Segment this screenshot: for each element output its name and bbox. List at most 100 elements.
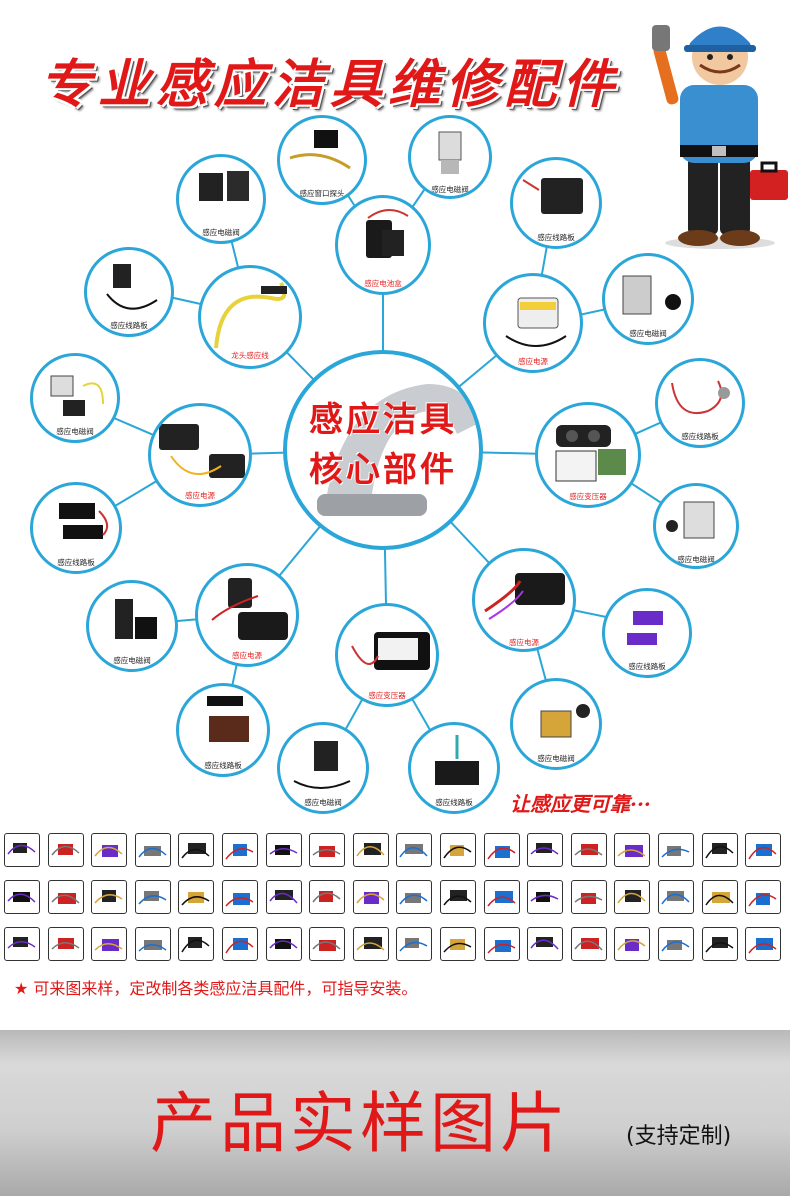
tagline: 让感应更可靠···	[510, 792, 651, 816]
node-label: 感应电磁阀	[202, 228, 240, 237]
node-label: 感应电池盒	[364, 279, 402, 288]
inner-node: 感应电池盒	[335, 195, 431, 295]
product-thumbnail	[614, 833, 651, 867]
node-label: 感应线路板	[204, 761, 242, 770]
product-thumbnail	[91, 833, 128, 867]
hub-line-2: 核心部件	[309, 450, 457, 490]
product-thumbnail	[4, 833, 40, 867]
product-thumbnail	[614, 880, 651, 914]
node-label: 感应电源	[232, 651, 262, 660]
product-thumbnail	[265, 880, 302, 914]
product-thumbnail	[352, 833, 389, 867]
product-thumbnail	[134, 833, 171, 867]
product-thumbnail	[440, 927, 476, 961]
node-label: 感应窗口探头	[299, 189, 345, 198]
product-thumbnail	[440, 833, 476, 867]
node-label: 感应线路板	[681, 432, 719, 441]
product-thumbnail	[47, 927, 84, 961]
product-thumbnail	[701, 880, 738, 914]
product-thumbnail	[309, 927, 346, 961]
node-label: 感应线路板	[537, 233, 575, 242]
product-thumbnail	[91, 880, 128, 914]
product-thumbnail	[396, 927, 433, 961]
outer-node: 感应电磁阀	[408, 115, 492, 199]
product-thumbnail	[352, 880, 389, 914]
mechanic-illustration	[652, 25, 788, 249]
inner-node: 感应电源	[148, 403, 252, 507]
product-thumbnail	[4, 927, 40, 961]
product-thumbnail	[47, 880, 84, 914]
inner-node: 感应变压器	[335, 603, 439, 707]
node-label: 龙头感应线	[231, 351, 269, 360]
node-label: 感应电磁阀	[304, 798, 342, 807]
outer-node: 感应线路板	[30, 482, 122, 574]
product-thumbnail	[527, 927, 564, 961]
outer-node: 感应线路板	[510, 157, 602, 249]
node-label: 感应变压器	[368, 691, 406, 700]
product-thumbnail-grid	[2, 831, 788, 971]
product-thumbnail	[483, 880, 520, 914]
outer-node: 感应线路板	[408, 722, 500, 814]
outer-node: 感应电磁阀	[176, 154, 266, 244]
product-thumbnail	[440, 880, 476, 914]
inner-node: 感应电源	[472, 548, 576, 652]
product-thumbnail	[614, 927, 651, 961]
node-label: 感应线路板	[110, 321, 148, 330]
product-thumbnail	[658, 880, 694, 914]
node-label: 感应电磁阀	[431, 185, 469, 194]
product-thumbnail	[222, 833, 258, 867]
product-thumbnail	[47, 833, 84, 867]
product-thumbnail	[91, 927, 128, 961]
bottom-banner: 产品实样图片 (支持定制)	[0, 1030, 790, 1196]
banner-subtitle: (支持定制)	[626, 1124, 732, 1149]
node-label: 感应电源	[185, 491, 215, 500]
node-label: 感应电源	[509, 638, 539, 647]
node-label: 感应电磁阀	[677, 555, 715, 564]
inner-node: 龙头感应线	[198, 265, 302, 369]
product-thumbnail	[658, 833, 694, 867]
node-label: 感应线路板	[435, 798, 473, 807]
inner-node: 感应电源	[195, 563, 299, 667]
product-thumbnail	[309, 833, 346, 867]
product-thumbnail	[658, 927, 694, 961]
outer-node: 感应线路板	[176, 683, 270, 777]
product-thumbnail	[4, 880, 40, 914]
product-thumbnail	[134, 927, 171, 961]
product-thumbnail	[134, 880, 171, 914]
parts-diagram: 感应洁具 核心部件 感应电池盒 感应电源 感应变压器 感应电源 感应变压器 感应…	[0, 110, 790, 814]
node-label: 感应电磁阀	[629, 329, 667, 338]
product-thumbnail	[352, 927, 389, 961]
product-thumbnail	[222, 880, 258, 914]
outer-node: 感应电磁阀	[653, 483, 739, 569]
product-thumbnail	[483, 927, 520, 961]
outer-node: 感应线路板	[602, 588, 692, 678]
node-label: 感应电磁阀	[56, 427, 94, 436]
product-thumbnail	[527, 880, 564, 914]
outer-node: 感应电磁阀	[86, 580, 178, 672]
product-thumbnail	[745, 927, 782, 961]
outer-node: 感应窗口探头	[277, 115, 367, 205]
product-thumbnail	[745, 833, 782, 867]
node-label: 感应变压器	[569, 492, 607, 501]
outer-node: 感应电磁阀	[30, 353, 120, 443]
product-thumbnail	[701, 833, 738, 867]
product-thumbnail	[396, 880, 433, 914]
product-thumbnail	[178, 880, 215, 914]
hub-line-1: 感应洁具	[309, 400, 457, 440]
product-thumbnail	[527, 833, 564, 867]
outer-node: 感应线路板	[655, 358, 745, 448]
node-label: 感应电源	[518, 357, 548, 366]
product-thumbnail	[178, 833, 215, 867]
inner-node: 感应变压器	[535, 402, 641, 508]
inner-node: 感应电源	[483, 273, 583, 373]
core-parts-hub: 感应洁具 核心部件	[283, 350, 483, 550]
product-thumbnail	[309, 880, 346, 914]
product-thumbnail	[701, 927, 738, 961]
product-thumbnail	[178, 927, 215, 961]
product-thumbnail	[570, 880, 607, 914]
node-label: 感应线路板	[57, 558, 95, 567]
node-label: 感应电磁阀	[113, 656, 151, 665]
product-thumbnail	[745, 880, 782, 914]
node-label: 感应电磁阀	[537, 754, 575, 763]
outer-node: 感应电磁阀	[277, 722, 369, 814]
